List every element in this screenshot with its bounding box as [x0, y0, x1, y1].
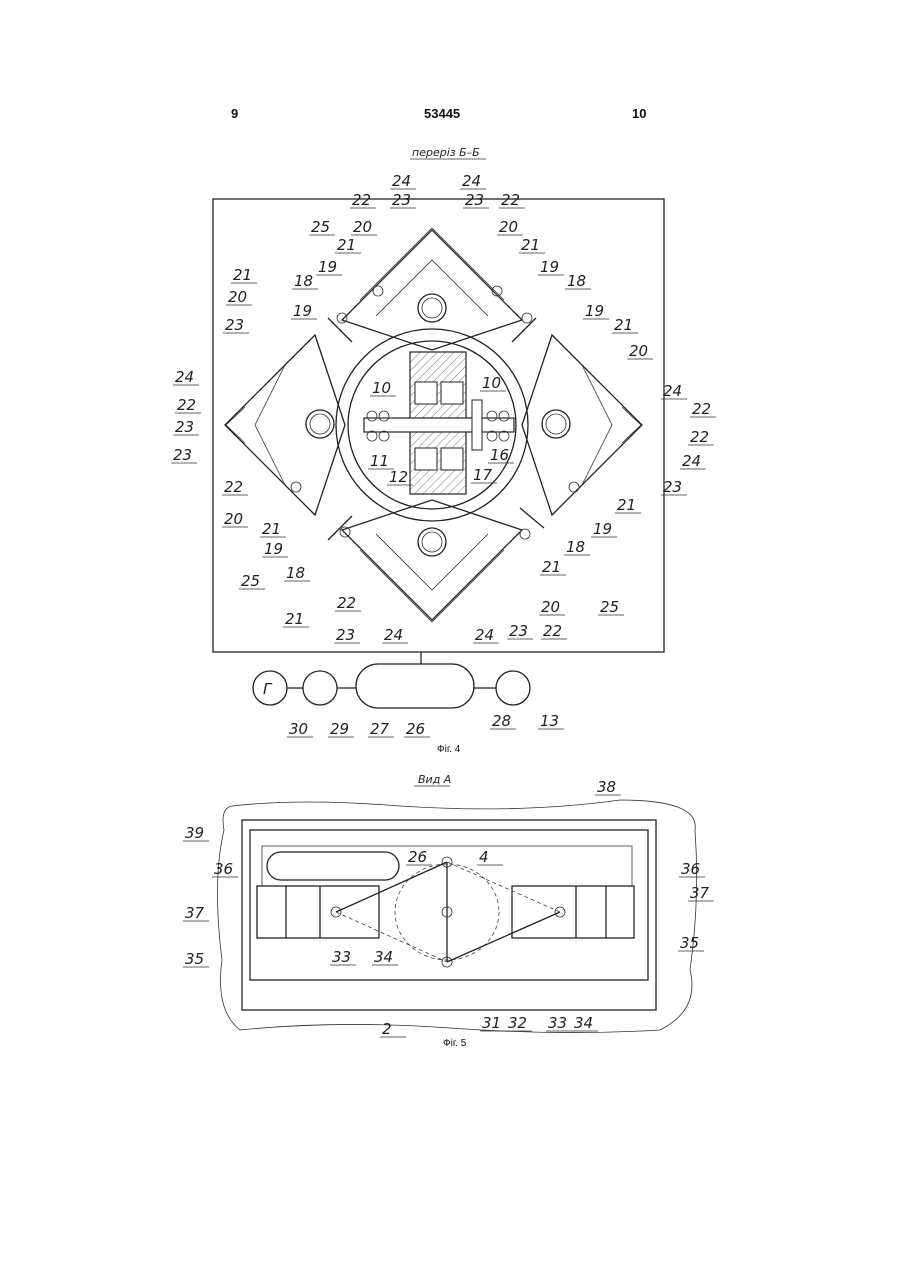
reference-numeral: 35: [680, 934, 699, 952]
reference-numeral: 23: [225, 316, 244, 334]
reference-numeral: 22: [692, 400, 711, 418]
reference-numeral: 13: [540, 712, 559, 730]
reference-numeral: 33: [548, 1014, 567, 1032]
reference-numeral: 22: [543, 622, 562, 640]
figure-4-caption: Фіг. 4: [437, 744, 461, 755]
reference-numeral: 29: [330, 720, 349, 738]
reference-numeral: 18: [286, 564, 305, 582]
reference-numeral: 24: [175, 368, 194, 386]
reference-numeral: 24: [682, 452, 701, 470]
reference-numeral: 25: [311, 218, 330, 236]
reference-numeral: 24: [384, 626, 403, 644]
reference-numeral: 34: [374, 948, 393, 966]
chamber-right: [522, 335, 642, 515]
reference-numeral: 36: [681, 860, 700, 878]
chamber-top: [342, 228, 522, 350]
reference-numeral: 2: [382, 1020, 392, 1038]
reference-numeral: 20: [228, 288, 247, 306]
reference-numeral: 24: [475, 626, 494, 644]
figure-4: переріз Б–Б: [171, 146, 716, 755]
reference-numeral: 21: [614, 316, 633, 334]
reference-numeral: 23: [509, 622, 528, 640]
reference-numeral: 23: [175, 418, 194, 436]
reference-numeral: 36: [214, 860, 233, 878]
reference-numeral: 21: [617, 496, 636, 514]
reference-numeral: 19: [293, 302, 312, 320]
reference-numeral: 4: [479, 848, 489, 866]
reference-numeral: 32: [508, 1014, 527, 1032]
frame-outer: [242, 820, 656, 1010]
reference-numeral: 33: [332, 948, 351, 966]
reference-numeral: 25: [241, 572, 260, 590]
reference-numeral: 22: [690, 428, 709, 446]
reference-numeral: 22: [352, 191, 371, 209]
left-cylinder: [257, 886, 379, 938]
reference-numeral: 23: [663, 478, 682, 496]
reference-numeral: 20: [499, 218, 518, 236]
reference-numeral: 37: [690, 884, 710, 902]
reference-numeral: 25: [600, 598, 619, 616]
reference-numeral: 19: [318, 258, 337, 276]
generator-label: Г: [263, 680, 273, 698]
reference-numeral: 30: [289, 720, 308, 738]
reference-numeral: 38: [597, 778, 616, 796]
motor-29: [303, 671, 337, 705]
reference-numeral: 37: [185, 904, 205, 922]
reference-numeral: 19: [585, 302, 604, 320]
reference-numeral: 27: [370, 720, 390, 738]
reference-numeral: 22: [337, 594, 356, 612]
reference-numeral: 12: [389, 468, 408, 486]
accumulator-39: [267, 852, 399, 880]
surrounding-ground: [217, 800, 696, 1033]
reference-numeral: 23: [336, 626, 355, 644]
accumulator-26: [356, 664, 474, 708]
view-title: Вид А: [418, 773, 451, 786]
reference-numeral: 28: [492, 712, 511, 730]
reference-numeral: 18: [566, 538, 585, 556]
reference-numeral: 11: [370, 452, 389, 470]
reference-numeral: 20: [224, 510, 243, 528]
reference-numeral: 21: [285, 610, 304, 628]
reference-numeral: 10: [482, 374, 501, 392]
reference-numeral: 21: [233, 266, 252, 284]
reference-numeral: 20: [541, 598, 560, 616]
reference-numeral: 23: [465, 191, 484, 209]
reference-numeral: 19: [264, 540, 283, 558]
reference-numeral: 10: [372, 379, 391, 397]
reference-numeral: 22: [501, 191, 520, 209]
reference-numeral: 18: [567, 272, 586, 290]
reference-numeral: 26: [406, 720, 425, 738]
reference-numeral: 23: [392, 191, 411, 209]
reference-numeral: 24: [462, 172, 481, 190]
reference-numeral: 20: [353, 218, 372, 236]
reference-numeral: 24: [392, 172, 411, 190]
reference-numeral: 31: [482, 1014, 501, 1032]
reference-numeral: 26: [408, 848, 427, 866]
reference-numeral: 19: [593, 520, 612, 538]
reference-numeral: 24: [663, 382, 682, 400]
reference-numeral: 34: [574, 1014, 593, 1032]
reference-numeral: 21: [262, 520, 281, 538]
reference-numeral: 21: [521, 236, 540, 254]
reference-numeral: 18: [294, 272, 313, 290]
section-title: переріз Б–Б: [412, 146, 480, 159]
reference-numeral: 17: [473, 466, 493, 484]
reference-numeral: 21: [542, 558, 561, 576]
reference-numeral: 19: [540, 258, 559, 276]
figure-5-caption: Фіг. 5: [443, 1038, 467, 1049]
reference-numeral: 22: [224, 478, 243, 496]
right-cylinder: [512, 886, 634, 938]
reference-numeral: 20: [629, 342, 648, 360]
reference-numeral: 21: [337, 236, 356, 254]
reference-numeral: 23: [173, 446, 192, 464]
reference-numeral: 22: [177, 396, 196, 414]
reference-numeral: 39: [185, 824, 204, 842]
figure-5: Вид А Фіг. 5 38 39 26 4 36 36 37 37 35 35 33 34 31 32…: [183, 773, 714, 1049]
chamber-bottom: [342, 500, 522, 622]
reference-numeral: 35: [185, 950, 204, 968]
pump-13: [496, 671, 530, 705]
reference-numeral: 16: [490, 446, 509, 464]
